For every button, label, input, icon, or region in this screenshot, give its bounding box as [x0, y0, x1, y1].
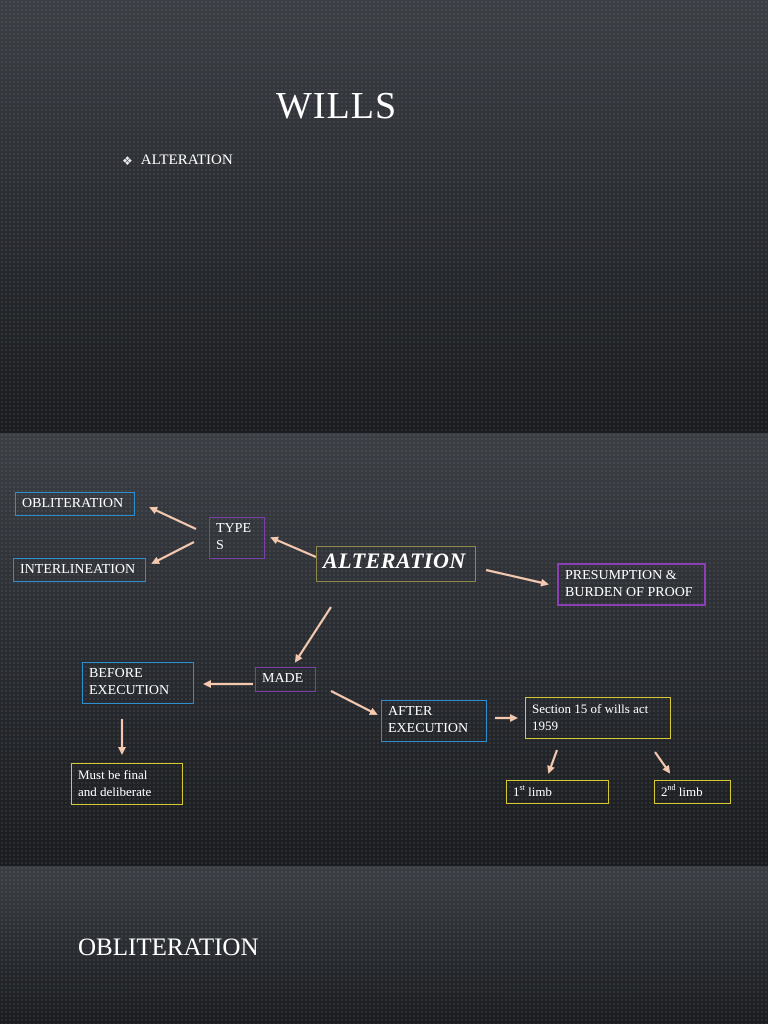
limb1-word: limb: [524, 784, 552, 799]
slide-1: WILLS ❖ ALTERATION: [0, 0, 768, 432]
node-made: MADE: [255, 667, 316, 692]
arrow-types-to-obliteration: [149, 506, 197, 530]
limb2-ordinal: nd: [667, 783, 676, 792]
node-types: TYPE S: [209, 517, 265, 559]
node-section-15: Section 15 of wills act 1959: [525, 697, 671, 739]
node-first-limb: 1st limb: [506, 780, 609, 804]
node-obliteration: OBLITERATION: [15, 492, 135, 516]
limb2-number: 2: [661, 784, 668, 799]
arrow-made-to-after-execution: [330, 690, 378, 715]
limb1-number: 1: [513, 784, 520, 799]
slide-3: OBLITERATION: [0, 866, 768, 1024]
arrow-alteration-to-presumption: [485, 568, 549, 587]
node-before-execution: BEFORE EXECUTION: [82, 662, 194, 704]
arrow-alteration-to-types: [270, 536, 317, 559]
arrow-types-to-interlineation: [151, 541, 195, 564]
connector-arrows: [118, 506, 671, 774]
arrow-section15-to-limb1: [547, 749, 559, 774]
node-must-be-final-and-deliberate: Must be final and deliberate: [71, 763, 183, 805]
arrow-alteration-to-made: [294, 606, 332, 663]
slide-2-diagram: OBLITERATION INTERLINEATION TYPE S ALTER…: [0, 433, 768, 865]
diamond-bullet-icon: ❖: [122, 153, 133, 168]
slide-title-obliteration: OBLITERATION: [78, 934, 259, 961]
slide-title: WILLS: [276, 85, 398, 127]
node-after-execution: AFTER EXECUTION: [381, 700, 487, 742]
arrow-section15-to-limb2: [654, 751, 671, 774]
limb2-word: limb: [675, 784, 703, 799]
node-interlineation: INTERLINEATION: [13, 558, 146, 582]
node-second-limb: 2nd limb: [654, 780, 731, 804]
bullet-text: ALTERATION: [140, 152, 233, 168]
limb1-ordinal: st: [519, 783, 525, 792]
node-presumption-burden-of-proof: PRESUMPTION & BURDEN OF PROOF: [557, 563, 706, 606]
bullet-item: ❖ ALTERATION: [122, 152, 233, 169]
node-alteration: ALTERATION: [316, 546, 476, 582]
